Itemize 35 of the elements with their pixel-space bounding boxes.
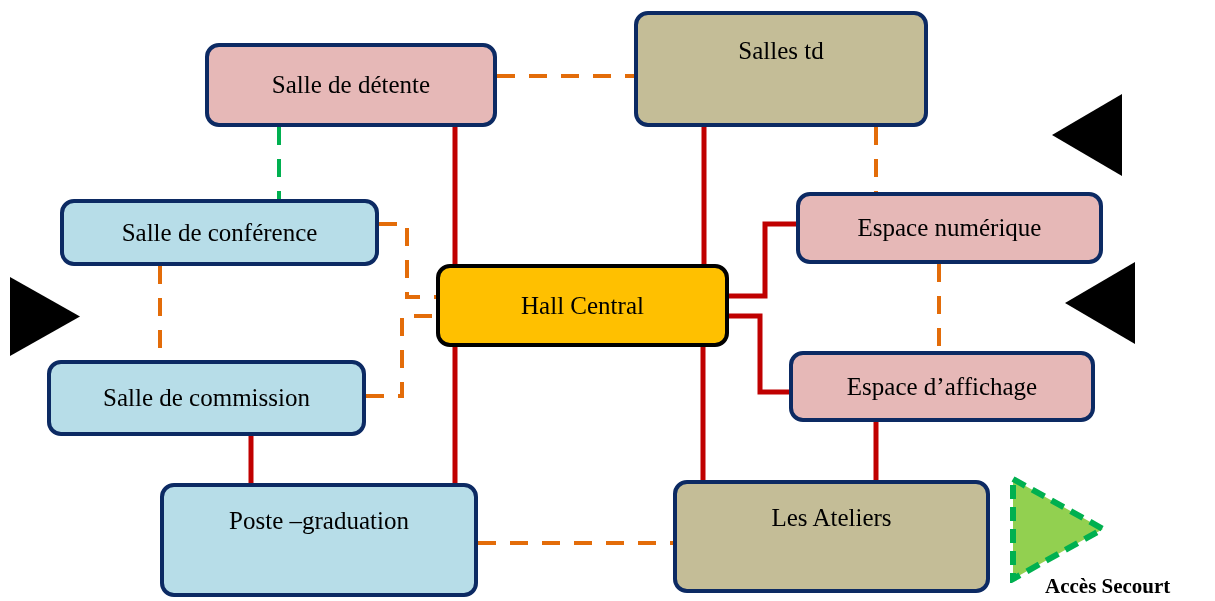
room-label: Salle de conférence bbox=[121, 218, 318, 247]
dashed-connector bbox=[478, 541, 673, 545]
connector-line bbox=[873, 422, 879, 480]
room-box bbox=[796, 192, 1103, 264]
connector-line bbox=[700, 347, 706, 480]
room-box bbox=[436, 264, 729, 347]
room-label: Les Ateliers bbox=[771, 504, 892, 532]
connector-line bbox=[729, 221, 796, 299]
room-box bbox=[60, 199, 379, 266]
room-label: Espace d’affichage bbox=[846, 372, 1038, 401]
dashed-connector bbox=[874, 127, 878, 192]
room-label: Salles td bbox=[738, 37, 824, 65]
room-box bbox=[160, 483, 478, 597]
room-label: Poste –graduation bbox=[229, 507, 409, 535]
room-label: Espace numérique bbox=[857, 214, 1042, 242]
connector-line bbox=[729, 313, 789, 395]
room-label: Hall Central bbox=[521, 291, 644, 320]
room-box bbox=[634, 11, 928, 127]
room-label: Salle de détente bbox=[271, 71, 431, 99]
connector-line bbox=[452, 127, 458, 264]
entrance-triangle bbox=[10, 277, 80, 356]
dashed-connector bbox=[379, 222, 436, 299]
emergency-access-label: Accès Secourt bbox=[1045, 574, 1171, 599]
entrance-triangle bbox=[1052, 94, 1122, 176]
room-label: Salle de commission bbox=[103, 384, 310, 412]
room-box bbox=[673, 480, 990, 593]
room-box bbox=[205, 43, 497, 127]
dashed-connector bbox=[497, 74, 634, 78]
connector-line bbox=[701, 127, 707, 264]
connector-line bbox=[452, 347, 458, 483]
connector-line bbox=[248, 436, 254, 483]
entrance-triangle bbox=[1065, 262, 1135, 344]
dashed-connector bbox=[277, 127, 281, 199]
room-box bbox=[47, 360, 366, 436]
room-box bbox=[789, 351, 1095, 422]
